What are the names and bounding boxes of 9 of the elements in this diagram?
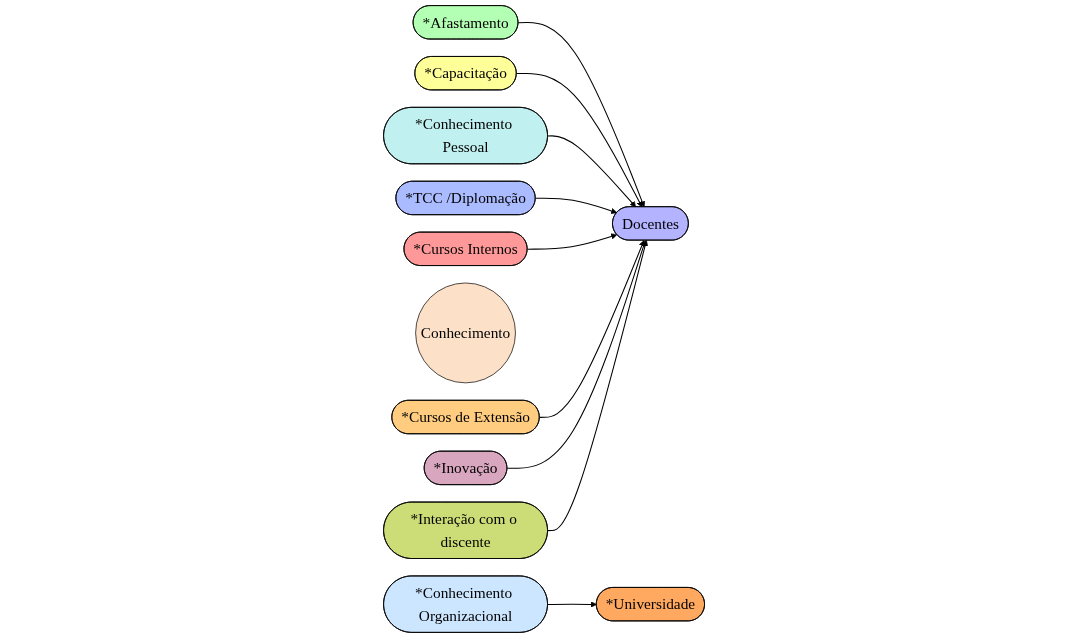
arrow — [518, 22, 646, 208]
arrow — [527, 233, 618, 250]
arrow — [539, 240, 646, 418]
node-circle: Conhecimento — [415, 282, 517, 384]
arrow — [547, 601, 598, 608]
arrow — [547, 240, 649, 532]
arrow — [516, 72, 643, 208]
arrow — [547, 135, 637, 208]
arrow — [535, 197, 618, 214]
